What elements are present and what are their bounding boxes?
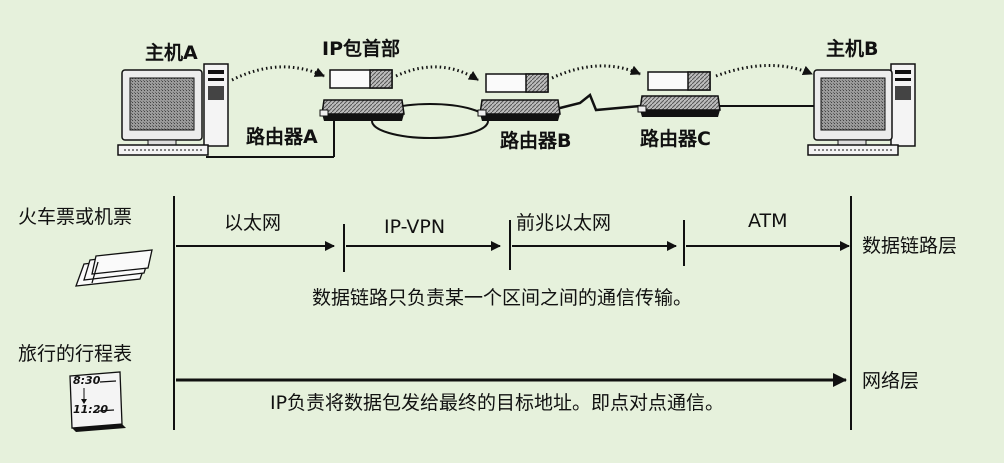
router-a-label: 路由器A xyxy=(246,126,318,148)
segment-label-atm: ATM xyxy=(748,210,788,232)
router-b xyxy=(477,99,561,121)
segment-label-gigabit: 前兆以太网 xyxy=(516,212,612,234)
host-b-computer xyxy=(807,63,916,156)
network-layer-label: 网络层 xyxy=(862,370,920,392)
host-a-link xyxy=(206,118,335,158)
schedule-icon xyxy=(69,371,126,432)
ticket-icon xyxy=(75,249,153,287)
ip-header-label: IP包首部 xyxy=(322,38,400,60)
datalink-layer-label: 数据链路层 xyxy=(862,235,958,257)
network-caption: IP负责将数据包发给最终的目标地址。即点对点通信。 xyxy=(270,392,725,414)
packet-3 xyxy=(647,71,711,91)
ticket-label: 火车票或机票 xyxy=(18,206,133,228)
motion-arrow-packet-2-to-3 xyxy=(551,64,641,80)
schedule-time-end: 11:20 xyxy=(73,403,109,416)
router-a xyxy=(319,99,405,121)
router-b-label: 路由器B xyxy=(500,130,572,152)
packet-2 xyxy=(485,73,549,93)
packet-1 xyxy=(329,69,393,89)
segment-label-ethernet: 以太网 xyxy=(224,212,282,234)
router-c xyxy=(637,95,721,117)
segment-label-ipvpn: IP-VPN xyxy=(384,216,446,238)
host-a-label: 主机A xyxy=(145,42,198,64)
host-a-computer xyxy=(117,63,229,156)
router-c-label: 路由器C xyxy=(640,128,711,150)
itinerary-label: 旅行的行程表 xyxy=(18,343,133,365)
host-b-label: 主机B xyxy=(826,38,879,60)
datalink-caption: 数据链路只负责某一个区间之间的通信传输。 xyxy=(312,287,693,309)
router-bc-wan-link xyxy=(551,92,641,112)
schedule-time-start: 8:30 xyxy=(73,374,101,387)
motion-arrow-packet-1-to-2 xyxy=(395,65,479,82)
motion-arrow-packet-to-host-b xyxy=(715,63,813,78)
motion-arrow-host-a-to-packet xyxy=(231,65,325,82)
